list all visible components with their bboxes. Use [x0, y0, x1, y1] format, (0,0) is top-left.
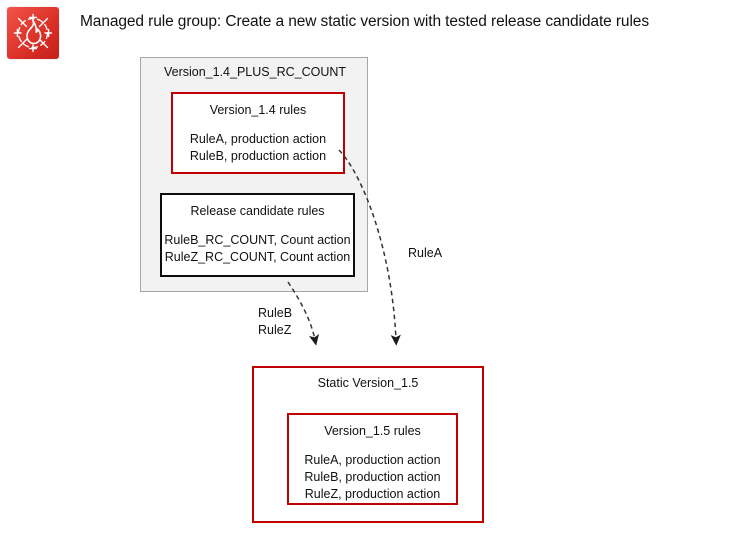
arrow-label-line: RuleZ: [258, 323, 292, 337]
version-1-5-rules-box: Version_1.5 rules RuleA, production acti…: [287, 413, 458, 505]
version-1-5-rules-title: Version_1.5 rules: [324, 424, 421, 438]
version-1-4-rules-list: RuleA, production action RuleB, producti…: [173, 131, 343, 165]
page-title: Managed rule group: Create a new static …: [80, 13, 649, 30]
version-1-4-rules-box: Version_1.4 rules RuleA, production acti…: [171, 92, 345, 174]
arrow-label-rulea: RuleA: [408, 246, 443, 260]
version-1-4-plus-rc-count-container: Version_1.4_PLUS_RC_COUNT Version_1.4 ru…: [140, 57, 368, 292]
static-version-1-5-box: Static Version_1.5 Version_1.5 rules Rul…: [252, 366, 484, 523]
release-candidate-rules-list: RuleB_RC_COUNT, Count action RuleZ_RC_CO…: [162, 232, 353, 266]
container-title: Version_1.4_PLUS_RC_COUNT: [163, 65, 347, 79]
release-candidate-rules-box: Release candidate rules RuleB_RC_COUNT, …: [160, 193, 355, 277]
release-candidate-rules-title: Release candidate rules: [190, 204, 325, 218]
static-version-title: Static Version_1.5: [317, 376, 419, 390]
rule-line: RuleB, production action: [304, 470, 441, 484]
rule-line: RuleA, production action: [304, 453, 441, 467]
aws-waf-icon: [7, 7, 59, 59]
rule-line: RuleZ, production action: [304, 487, 441, 501]
arrow-label-line: RuleB: [258, 306, 293, 320]
rule-line: RuleB_RC_COUNT, Count action: [164, 233, 351, 247]
arrow-label-ruleb-rulez: RuleB RuleZ: [258, 305, 292, 339]
rule-line: RuleZ_RC_COUNT, Count action: [164, 250, 351, 264]
version-1-5-rules-list: RuleA, production action RuleB, producti…: [289, 452, 456, 503]
version-1-4-rules-title: Version_1.4 rules: [209, 103, 307, 117]
rule-line: RuleB, production action: [189, 149, 327, 163]
rule-line: RuleA, production action: [189, 132, 327, 146]
